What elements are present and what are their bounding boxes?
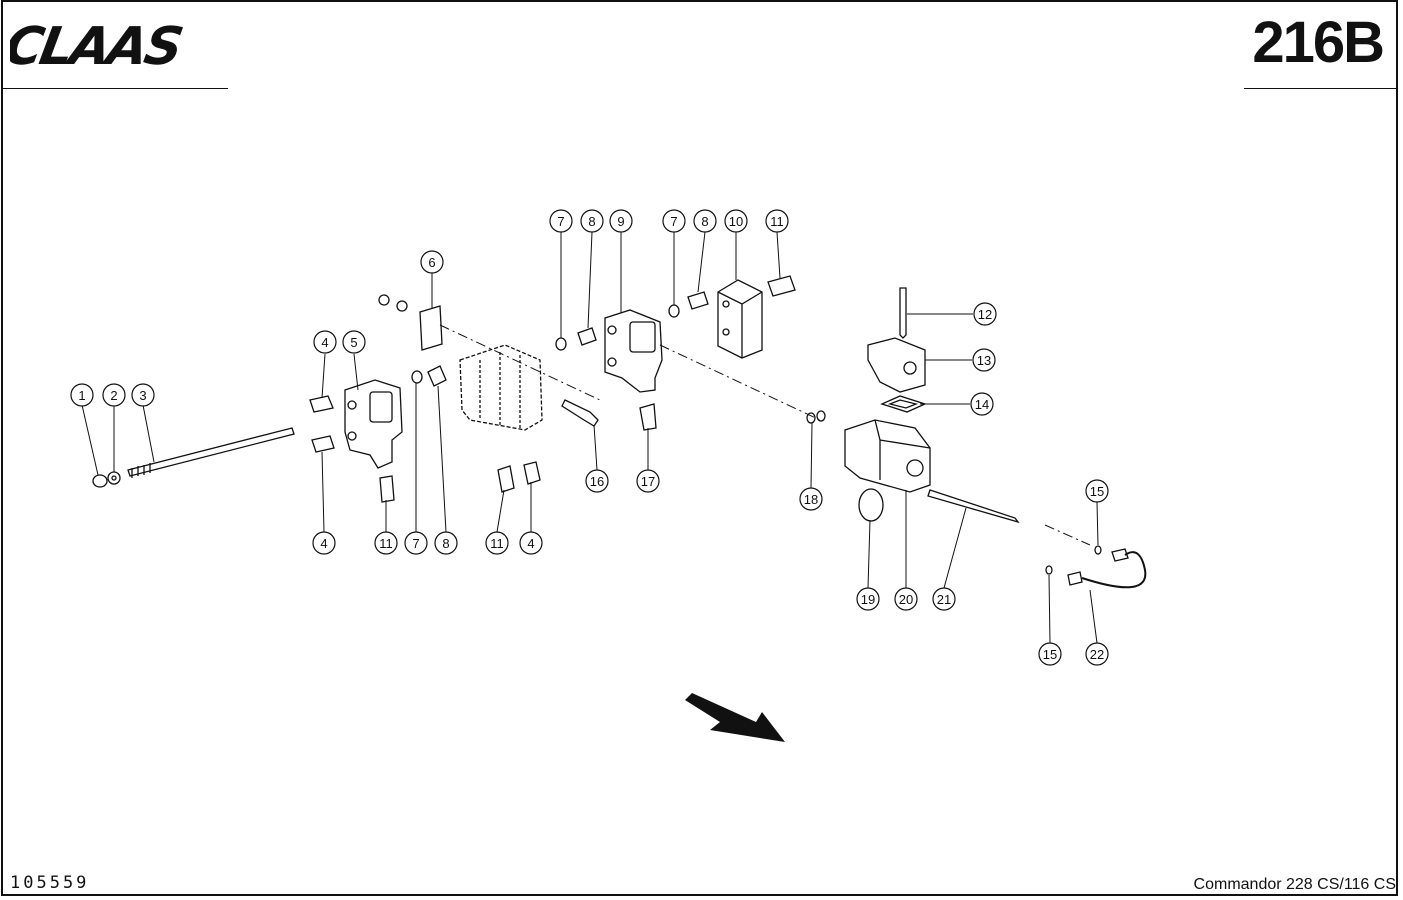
svg-text:2: 2 [110, 388, 117, 403]
svg-text:7: 7 [412, 536, 419, 551]
svg-text:21: 21 [937, 592, 951, 607]
svg-text:7: 7 [670, 214, 677, 229]
callout: 18 [799, 487, 823, 511]
callout: 22 [1085, 642, 1109, 666]
callout: 8 [693, 209, 717, 233]
svg-text:7: 7 [557, 214, 564, 229]
svg-text:14: 14 [975, 397, 989, 412]
callout: 16 [585, 469, 609, 493]
svg-text:4: 4 [527, 536, 534, 551]
svg-text:18: 18 [804, 492, 818, 507]
callout: 15 [1085, 479, 1109, 503]
svg-text:4: 4 [320, 536, 327, 551]
svg-text:3: 3 [139, 388, 146, 403]
callout: 6 [420, 250, 444, 274]
logo-underline [1, 88, 228, 89]
callout: 3 [131, 383, 155, 407]
svg-text:5: 5 [350, 335, 357, 350]
svg-text:8: 8 [442, 536, 449, 551]
callout: 1 [70, 383, 94, 407]
callout: 4 [313, 330, 337, 354]
page-code-underline [1244, 88, 1398, 89]
callout: 5 [342, 330, 366, 354]
svg-text:9: 9 [617, 214, 624, 229]
svg-text:8: 8 [701, 214, 708, 229]
svg-text:1: 1 [78, 388, 85, 403]
drawing-number: 105559 [10, 873, 90, 893]
svg-text:4: 4 [321, 335, 328, 350]
callout: 14 [970, 392, 994, 416]
callout: 8 [580, 209, 604, 233]
callout: 13 [972, 348, 996, 372]
callout: 7 [662, 209, 686, 233]
callout: 7 [404, 531, 428, 555]
callout: 7 [549, 209, 573, 233]
callout: 11 [485, 531, 509, 555]
brand-logo-text: CLAAS [10, 20, 185, 70]
svg-text:11: 11 [379, 536, 393, 551]
svg-text:19: 19 [861, 592, 875, 607]
callout: 11 [374, 531, 398, 555]
page-code: 216B [1252, 10, 1385, 75]
callout: 10 [724, 209, 748, 233]
callout: 11 [765, 209, 789, 233]
svg-text:15: 15 [1043, 647, 1057, 662]
claas-logo: CLAAS [10, 20, 185, 70]
svg-text:10: 10 [729, 214, 743, 229]
callout: 15 [1038, 642, 1062, 666]
svg-text:12: 12 [978, 307, 992, 322]
svg-text:11: 11 [490, 536, 504, 551]
direction-arrow-icon [685, 693, 785, 742]
svg-text:11: 11 [770, 214, 784, 229]
callout: 4 [312, 531, 336, 555]
callout: 9 [609, 209, 633, 233]
callout: 17 [636, 469, 660, 493]
callout: 4 [519, 531, 543, 555]
svg-text:17: 17 [641, 474, 655, 489]
svg-text:8: 8 [588, 214, 595, 229]
svg-text:22: 22 [1090, 647, 1104, 662]
svg-text:16: 16 [590, 474, 604, 489]
model-name: Commandor 228 CS/116 CS [1193, 876, 1396, 893]
svg-text:6: 6 [428, 255, 435, 270]
callout: 12 [973, 302, 997, 326]
callout: 8 [434, 531, 458, 555]
callout: 2 [102, 383, 126, 407]
svg-text:20: 20 [899, 592, 913, 607]
callout: 19 [856, 587, 880, 611]
svg-text:15: 15 [1090, 484, 1104, 499]
svg-text:13: 13 [977, 353, 991, 368]
callout: 20 [894, 587, 918, 611]
callout: 21 [932, 587, 956, 611]
